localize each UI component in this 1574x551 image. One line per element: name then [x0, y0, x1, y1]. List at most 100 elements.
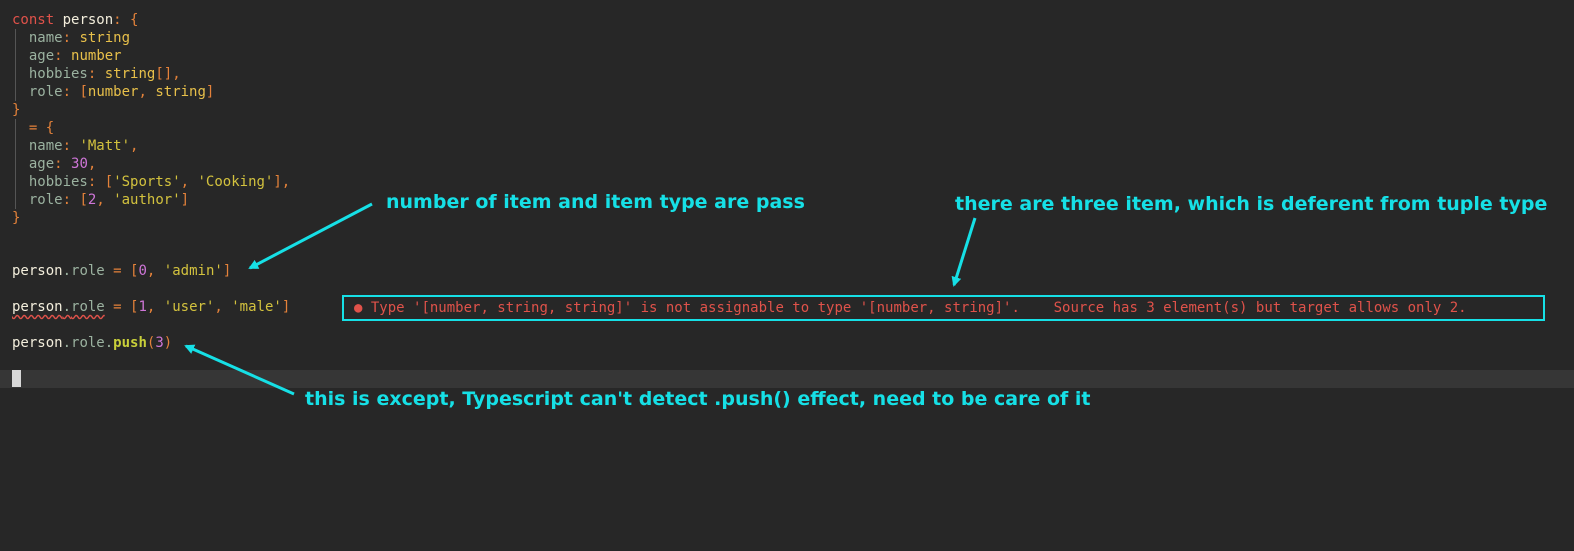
punctuation: [ [79, 192, 88, 208]
current-line-highlight [0, 370, 1574, 388]
punctuation: [ [130, 263, 139, 279]
error-dot-icon: ● [354, 300, 363, 316]
code-line[interactable]: } [12, 101, 20, 119]
property: role [71, 299, 105, 315]
code-line[interactable]: role: [2, 'author'] [12, 191, 189, 209]
code-line[interactable]: const person: { [12, 11, 138, 29]
property: role [28, 192, 63, 208]
code-line[interactable]: person.role = [1, 'user', 'male'] [12, 298, 290, 316]
punctuation: [] [155, 66, 173, 82]
punctuation: ] [281, 299, 291, 315]
type: number [71, 48, 122, 64]
code-line[interactable]: name: 'Matt', [12, 137, 139, 155]
punctuation: ) [163, 335, 173, 351]
type: number [87, 84, 139, 100]
punctuation: = [28, 120, 38, 136]
number-literal: 0 [138, 263, 147, 279]
indent-guide [15, 119, 16, 209]
string-literal: 'user' [163, 299, 215, 315]
annotation-pass: number of item and item type are pass [386, 191, 805, 213]
punctuation: , [138, 84, 147, 100]
punctuation: , [146, 299, 156, 315]
punctuation: } [12, 210, 21, 226]
number-literal: 30 [71, 156, 88, 172]
type: string [104, 66, 156, 82]
punctuation: [ [79, 84, 88, 100]
arrow-to-error-box [951, 217, 977, 287]
inline-error-message[interactable]: ● Type '[number, string, string]' is not… [354, 299, 1467, 317]
punctuation: , [146, 263, 156, 279]
code-line[interactable]: age: number [12, 47, 122, 65]
code-line[interactable]: hobbies: string[], [12, 65, 181, 83]
text-cursor [12, 370, 21, 387]
punctuation: ] [205, 84, 215, 100]
error-text: Type '[number, string, string]' is not a… [370, 300, 1467, 316]
property: age [28, 156, 55, 172]
code-line[interactable]: hobbies: ['Sports', 'Cooking'], [12, 173, 290, 191]
string-literal: 'admin' [163, 263, 223, 279]
error-highlight-box: ● Type '[number, string, string]' is not… [342, 295, 1545, 321]
code-line[interactable]: } [12, 209, 20, 227]
keyword: const [12, 12, 55, 28]
string-literal: 'male' [231, 299, 282, 315]
arrow-to-push-line [184, 344, 295, 396]
punctuation: . [62, 263, 72, 279]
annotation-push: this is except, Typescript can't detect … [305, 388, 1091, 410]
punctuation: : [62, 84, 72, 100]
property: role [28, 84, 63, 100]
punctuation: : [62, 30, 72, 46]
indent-guide [15, 29, 16, 101]
punctuation: { [45, 120, 55, 136]
property: age [28, 48, 55, 64]
type: string [79, 30, 131, 46]
punctuation: [ [104, 174, 114, 190]
number-literal: 3 [155, 335, 164, 351]
code-line[interactable]: role: [number, string] [12, 83, 215, 101]
code-line[interactable]: = { [12, 119, 54, 137]
punctuation: , [214, 299, 223, 315]
number-literal: 2 [87, 192, 97, 208]
punctuation: : [113, 12, 122, 28]
property: name [28, 30, 63, 46]
code-line[interactable]: name: string [12, 29, 130, 47]
punctuation: ] [222, 263, 232, 279]
punctuation: { [130, 12, 139, 28]
punctuation: : [62, 192, 72, 208]
punctuation: [ [130, 299, 139, 315]
method-name: push [113, 335, 147, 351]
property: hobbies [28, 174, 88, 190]
string-literal: 'Cooking' [197, 174, 274, 190]
punctuation: : [54, 156, 63, 172]
code-line[interactable]: person.role = [0, 'admin'] [12, 262, 231, 280]
punctuation: . [62, 335, 72, 351]
type: string [155, 84, 206, 100]
punctuation: : [87, 66, 97, 82]
punctuation: : [62, 138, 72, 154]
punctuation: : [87, 174, 97, 190]
punctuation: ] [273, 174, 282, 190]
punctuation: . [62, 299, 72, 315]
string-literal: 'Matt' [79, 138, 131, 154]
error-squiggle[interactable]: person.role [12, 299, 105, 315]
arrow-to-admin-line [248, 202, 373, 270]
code-line[interactable]: age: 30, [12, 155, 96, 173]
property: role [71, 335, 105, 351]
punctuation: , [180, 174, 190, 190]
number-literal: 1 [138, 299, 147, 315]
punctuation: } [12, 102, 21, 118]
annotation-three-items: there are three item, which is deferent … [955, 193, 1548, 215]
property: hobbies [28, 66, 88, 82]
code-line[interactable]: person.role.push(3) [12, 334, 172, 352]
identifier: person [62, 12, 114, 28]
punctuation: = [113, 263, 122, 279]
punctuation: , [281, 174, 291, 190]
punctuation: . [104, 335, 114, 351]
punctuation: , [87, 156, 97, 172]
punctuation: ] [180, 192, 190, 208]
property: name [28, 138, 63, 154]
identifier: person [12, 299, 63, 315]
punctuation: = [113, 299, 122, 315]
property: role [71, 263, 105, 279]
